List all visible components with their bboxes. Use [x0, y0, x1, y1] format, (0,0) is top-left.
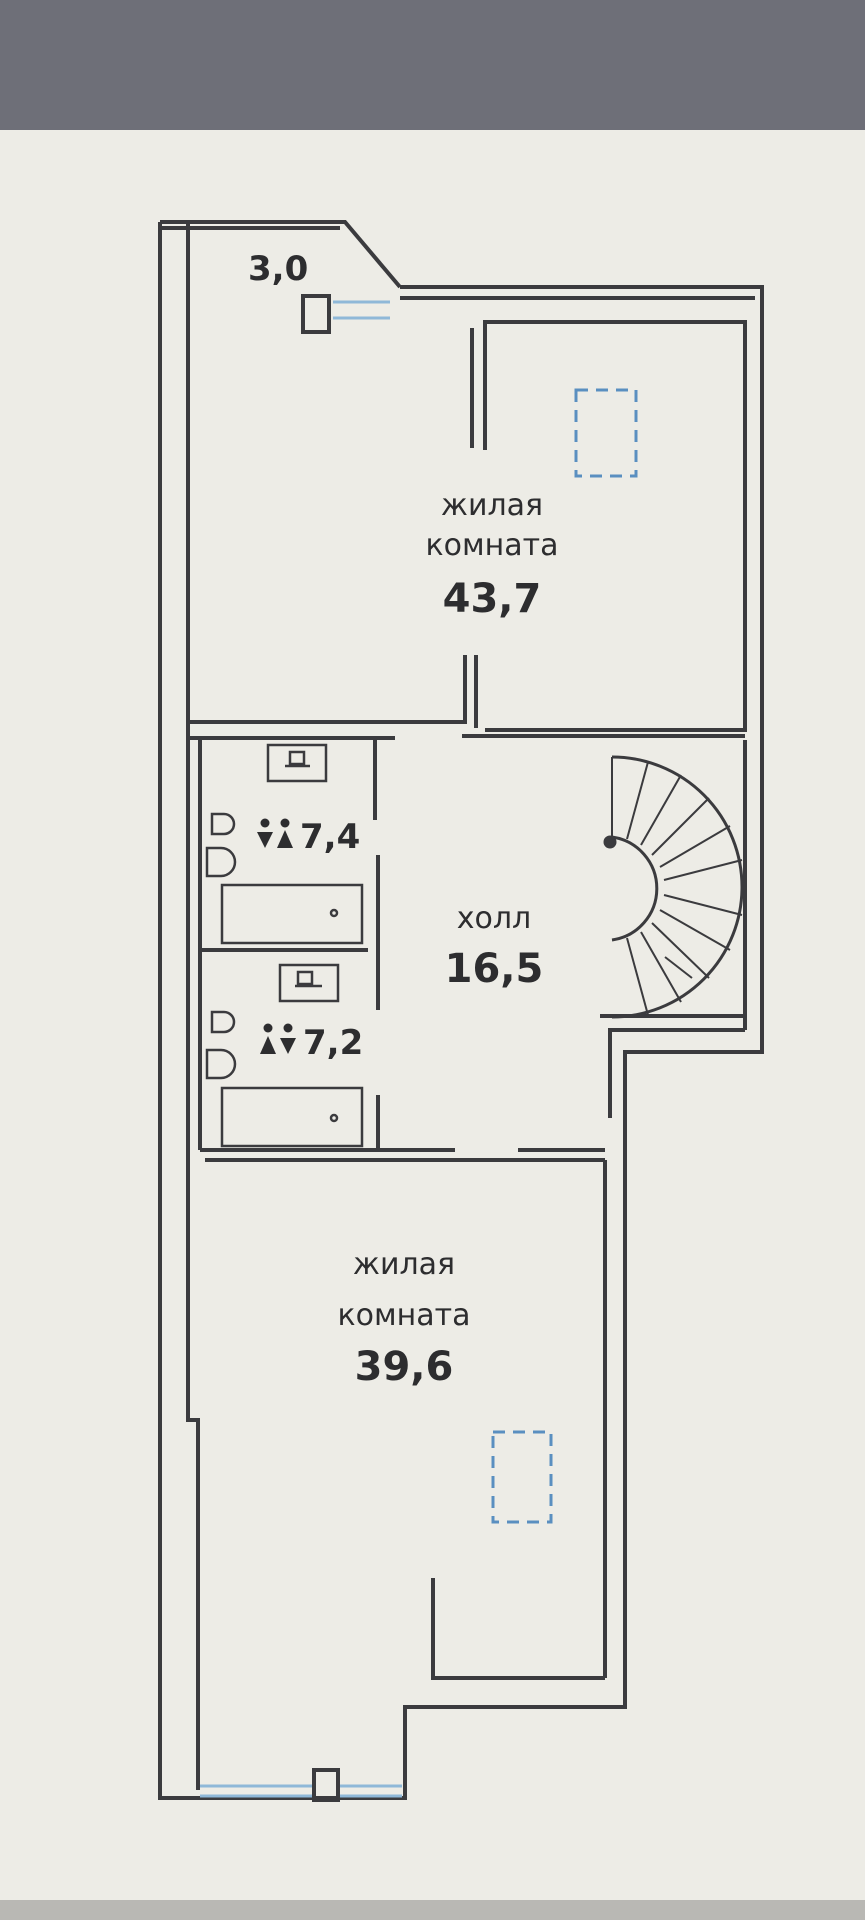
windows [200, 300, 402, 1798]
top-living-room-name-line2: комната [426, 528, 559, 563]
wc-2-icon [260, 1023, 296, 1054]
skylight-bottom [491, 1430, 553, 1524]
top-room-wall [188, 655, 467, 724]
sink-1 [266, 743, 328, 783]
skylight-top [574, 388, 638, 478]
bathroom-2-area: 7,2 [303, 1023, 363, 1063]
toilet-2-icon [205, 1048, 237, 1080]
bidet-2-icon [210, 1010, 236, 1034]
bottom-shadow [0, 1900, 865, 1920]
bathtub-1-drain [329, 908, 339, 918]
sink-1-basin [288, 750, 306, 766]
bottom-window-pier [312, 1768, 340, 1802]
bottom-living-room-name-line2: комната [338, 1298, 471, 1333]
top-living-room-area: 43,7 [443, 576, 542, 622]
spiral-staircase [603, 755, 744, 1019]
balcony-wall [160, 220, 402, 289]
bottom-living-room-name-line1: жилая [353, 1247, 455, 1282]
outer-wall-left-inner [186, 222, 200, 1790]
top-room-wall-right [483, 320, 747, 732]
bathroom-1-area: 7,4 [300, 817, 360, 857]
toilet-1-icon [205, 846, 237, 878]
outer-wall-left [158, 222, 764, 1800]
balcony-window-pier [301, 294, 331, 334]
bottom-living-room-area: 39,6 [355, 1344, 454, 1390]
stair-arrow-dot [603, 835, 617, 849]
hall-name: холл [457, 901, 531, 936]
sink-2-basin [296, 970, 314, 986]
balcony-area: 3,0 [248, 249, 308, 289]
bathtub-1 [220, 883, 364, 945]
bathtub-2-drain [329, 1113, 339, 1123]
bidet-1-icon [210, 812, 236, 836]
wc-1-icon [257, 818, 293, 848]
stair-treads [611, 757, 743, 1016]
stair-inner-arc [611, 835, 659, 942]
stair-direction-arrow [664, 956, 693, 979]
top-living-room-name-line1: жилая [441, 488, 543, 523]
stair-outer-arc [611, 755, 744, 1019]
bottom-room-corner [431, 1578, 605, 1680]
bathtub-2 [220, 1086, 364, 1148]
hall-area: 16,5 [445, 946, 544, 992]
walls [158, 220, 764, 1800]
bathroom-fixtures [205, 743, 364, 1148]
sink-2 [278, 963, 340, 1003]
top-background-band [0, 0, 865, 150]
hall-right-wall [608, 1028, 745, 1118]
